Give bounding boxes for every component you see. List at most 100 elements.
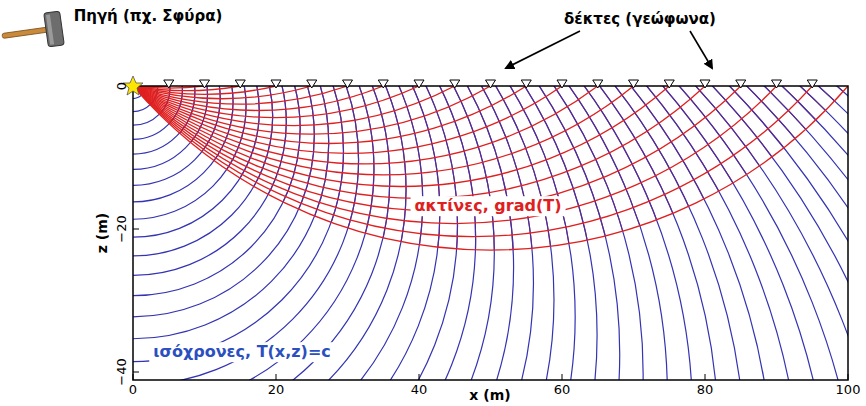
isochrone bbox=[133, 86, 848, 380]
ray bbox=[133, 86, 741, 211]
hammer-icon bbox=[2, 11, 64, 47]
geophone bbox=[450, 80, 460, 88]
isochrone bbox=[133, 86, 314, 317]
isochrone bbox=[133, 86, 848, 380]
geophone bbox=[414, 80, 424, 88]
isochrone bbox=[133, 86, 329, 339]
geophone bbox=[164, 80, 174, 88]
isochrone bbox=[133, 86, 848, 380]
tick-label: 40 bbox=[411, 383, 428, 397]
isochrone bbox=[133, 86, 848, 380]
isochrone bbox=[133, 86, 848, 380]
isochrone bbox=[133, 86, 848, 380]
isochrone bbox=[133, 86, 359, 380]
tick bbox=[848, 374, 849, 380]
isochrone bbox=[133, 86, 745, 380]
isochrone bbox=[133, 86, 848, 380]
tick-label: −20 bbox=[115, 215, 129, 242]
isochrone bbox=[133, 86, 848, 380]
geophones bbox=[164, 80, 818, 88]
tick bbox=[562, 374, 563, 380]
isochrone bbox=[133, 86, 848, 380]
tick-label: 20 bbox=[268, 383, 285, 397]
isochrone bbox=[133, 86, 848, 380]
geophone bbox=[557, 80, 567, 88]
geophone bbox=[736, 80, 746, 88]
geophone bbox=[307, 80, 317, 88]
ray bbox=[133, 86, 777, 224]
isochrone bbox=[133, 86, 554, 380]
rays-label: ακτίνες, grad(T) bbox=[411, 196, 566, 216]
isochrone bbox=[133, 86, 848, 380]
geophone bbox=[271, 80, 281, 88]
isochrones-label: ισόχρονες, T(x,z)=c bbox=[149, 342, 335, 362]
ray bbox=[133, 86, 812, 237]
geophone bbox=[772, 80, 782, 88]
tick-label: 100 bbox=[836, 383, 861, 397]
isochrone bbox=[133, 86, 848, 380]
isochrone bbox=[133, 86, 494, 380]
isochrone bbox=[133, 86, 848, 380]
geophone bbox=[235, 80, 245, 88]
isochrone bbox=[133, 86, 848, 380]
isochrone bbox=[133, 86, 643, 380]
isochrone bbox=[133, 86, 848, 380]
geophone bbox=[378, 80, 388, 88]
isochrone bbox=[133, 86, 848, 380]
isochrone bbox=[133, 86, 273, 256]
tick bbox=[276, 374, 277, 380]
tick bbox=[705, 374, 706, 380]
isochrone bbox=[133, 86, 848, 380]
geophone bbox=[700, 80, 710, 88]
isochrone bbox=[133, 86, 848, 380]
axis-title: x (m) bbox=[469, 389, 510, 404]
isochrone bbox=[133, 86, 745, 380]
geophone bbox=[629, 80, 639, 88]
isochrone bbox=[133, 86, 832, 380]
ray bbox=[133, 86, 562, 153]
ray bbox=[133, 86, 848, 250]
isochrone bbox=[133, 86, 848, 380]
tick-label: 60 bbox=[554, 383, 571, 397]
tick-label: 0 bbox=[115, 82, 129, 90]
ray bbox=[133, 86, 634, 175]
geophone bbox=[486, 80, 496, 88]
isochrone bbox=[133, 86, 848, 380]
isochrone bbox=[133, 86, 848, 380]
isochrone bbox=[133, 86, 848, 380]
ray-paths bbox=[133, 86, 848, 250]
geophone bbox=[521, 80, 531, 88]
axis-ticks bbox=[133, 86, 848, 380]
isochrone bbox=[133, 86, 718, 380]
isochrone bbox=[133, 86, 848, 380]
isochrone-curves bbox=[133, 86, 848, 380]
leader-arrow bbox=[506, 31, 580, 68]
ray bbox=[133, 86, 705, 198]
isochrone bbox=[133, 86, 848, 380]
tick bbox=[133, 372, 139, 373]
isochrone bbox=[133, 86, 848, 380]
tick bbox=[133, 374, 134, 380]
isochrone bbox=[133, 86, 273, 256]
isochrone bbox=[133, 86, 848, 380]
tick-label: −40 bbox=[115, 358, 129, 385]
tick bbox=[133, 229, 139, 230]
isochrone bbox=[133, 86, 802, 380]
isochrone bbox=[133, 86, 848, 380]
geophone bbox=[200, 80, 210, 88]
isochrone bbox=[133, 86, 848, 380]
isochrone bbox=[133, 86, 620, 380]
isochrone bbox=[133, 86, 832, 380]
axis-title: z (m) bbox=[95, 213, 110, 253]
isochrone bbox=[133, 86, 848, 380]
ray bbox=[133, 86, 669, 186]
isochrone bbox=[133, 86, 848, 380]
isochrone bbox=[133, 86, 848, 380]
tick-label: 0 bbox=[129, 383, 137, 397]
isochrone bbox=[133, 86, 773, 380]
isochrone bbox=[133, 86, 848, 380]
isochrone bbox=[133, 86, 620, 380]
isochrone bbox=[133, 86, 848, 380]
isochrone bbox=[133, 86, 314, 317]
isochrone bbox=[133, 86, 718, 380]
